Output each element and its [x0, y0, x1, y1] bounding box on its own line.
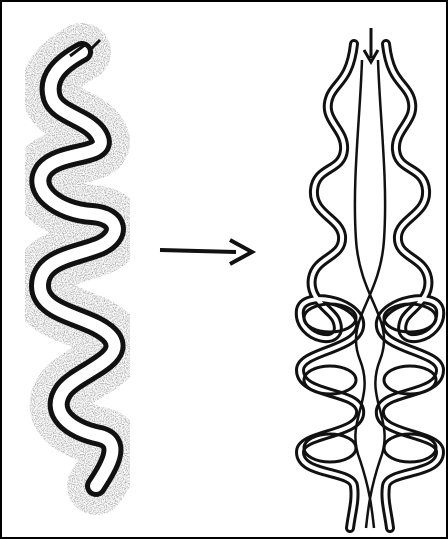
left-coiled-tube-group: [40, 40, 115, 486]
right-braided-tubes-group: [300, 28, 440, 528]
right-arrow-icon: [160, 240, 252, 264]
down-arrow-icon: [364, 28, 378, 62]
right-central-strands: [355, 60, 385, 528]
